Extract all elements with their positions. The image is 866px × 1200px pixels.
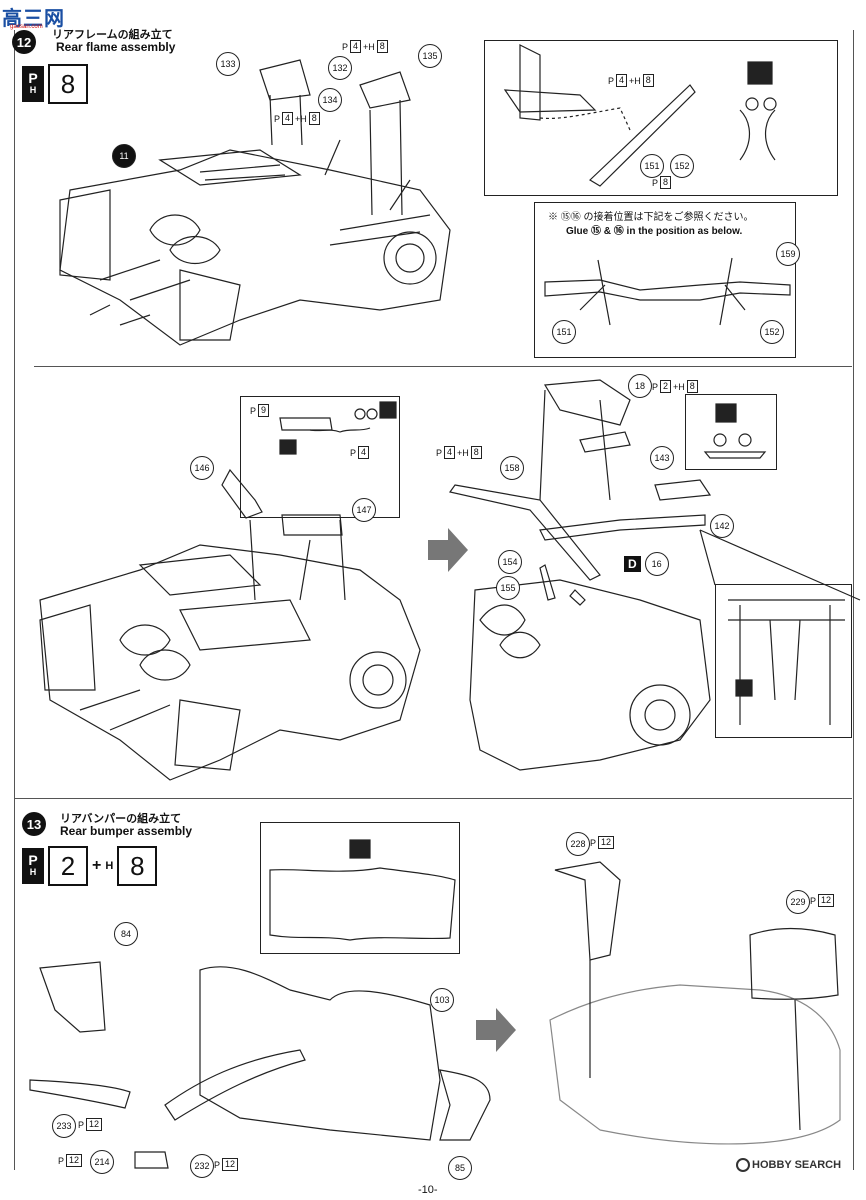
glue-note-jp: ※ ⑮⑯ の接着位置は下記をご参照ください。 xyxy=(548,212,754,223)
ph-letter-h: H xyxy=(29,85,37,95)
paint-code-p: 4 xyxy=(444,446,456,459)
part-callout: 228 xyxy=(566,832,590,856)
paint-code-h: 8 xyxy=(376,40,388,53)
part-callout: 233 xyxy=(52,1114,76,1138)
part-callout: 151 xyxy=(640,154,664,178)
part-callout: 147 xyxy=(352,498,376,522)
paint-code-p: 4 xyxy=(350,40,362,53)
inset-frame-view xyxy=(715,584,852,738)
part-callout: 152 xyxy=(670,154,694,178)
part-callout: 158 xyxy=(500,456,524,480)
paint-code-p: 4 xyxy=(616,74,628,87)
part-callout: 84 xyxy=(114,922,138,946)
ph-letter-p: P xyxy=(28,852,38,868)
part-callout: 135 xyxy=(418,44,442,68)
step-badge: 13 xyxy=(22,812,46,836)
paint-code-p: 12 xyxy=(66,1154,83,1167)
paint-code-p: 12 xyxy=(598,836,615,849)
step-title-en: Rear bumper assembly xyxy=(60,824,193,838)
paint-code-h: 8 xyxy=(642,74,654,87)
part-callout: 132 xyxy=(328,56,352,80)
paint-code-p: 4 xyxy=(282,112,294,125)
paint-number: 8 xyxy=(117,846,158,886)
step13-frame xyxy=(14,798,854,1170)
paint-code-h: 8 xyxy=(470,446,482,459)
part-callout: 154 xyxy=(498,550,522,574)
section-divider-bottom xyxy=(14,798,852,799)
h-letter: H xyxy=(105,860,114,872)
paint-code-h: 8 xyxy=(686,380,698,393)
glue-note-en: Glue ⑮ & ⑯ in the position as below. xyxy=(566,226,743,237)
part-callout: 229 xyxy=(786,890,810,914)
watermark-logo: 高三网 gaosan.com xyxy=(0,0,80,30)
paint-code-h: 8 xyxy=(308,112,320,125)
part-callout: 155 xyxy=(496,576,520,600)
watermark-subtext: gaosan.com xyxy=(10,24,43,30)
part-callout: 18 xyxy=(628,374,652,398)
paint-code-p: 12 xyxy=(222,1158,239,1171)
part-callout: 146 xyxy=(190,456,214,480)
paint-number: 8 xyxy=(48,64,88,104)
d-letter: D xyxy=(624,556,641,572)
part-callout: 133 xyxy=(216,52,240,76)
step12-frame xyxy=(14,30,854,798)
watermark-text: 高三网 xyxy=(2,8,65,30)
part-callout: 143 xyxy=(650,446,674,470)
step-title-jp: リアバンパーの組み立て xyxy=(60,813,182,825)
paint-code-p: 4 xyxy=(358,446,370,459)
part-callout-sub-assembly: 11 xyxy=(112,144,136,168)
ph-letter-p: P xyxy=(28,70,38,86)
ph-letter-h: H xyxy=(29,867,37,877)
paint-number: 2 xyxy=(48,846,88,886)
page-number: -10- xyxy=(418,1184,438,1196)
paint-code-p: 2 xyxy=(660,380,672,393)
section-divider xyxy=(34,366,852,367)
watermark-bottom-text: HOBBY SEARCH xyxy=(752,1159,842,1171)
paint-code-p: 9 xyxy=(258,404,270,417)
paint-code-p: 12 xyxy=(818,894,835,907)
part-callout: 214 xyxy=(90,1150,114,1174)
part-callout: 85 xyxy=(448,1156,472,1180)
part-callout: 232 xyxy=(190,1154,214,1178)
inset-glue-position xyxy=(534,202,796,358)
part-callout: 134 xyxy=(318,88,342,112)
sub-assembly-ref: D 16 xyxy=(624,552,669,576)
part-callout: 142 xyxy=(710,514,734,538)
step-title-jp: リアフレームの組み立て xyxy=(52,29,173,41)
plus-sign: + xyxy=(92,857,102,874)
step-badge: 12 xyxy=(12,30,36,54)
hobby-search-icon xyxy=(736,1158,750,1172)
paint-code-p: 12 xyxy=(86,1118,103,1131)
part-callout: 16 xyxy=(644,552,669,576)
step-title-en: Rear flame assembly xyxy=(56,40,176,54)
part-callout: 159 xyxy=(776,242,800,266)
part-callout: 103 xyxy=(430,988,454,1012)
part-callout: 152 xyxy=(760,320,784,344)
part-callout: 151 xyxy=(552,320,576,344)
hobby-search-logo: HOBBY SEARCH xyxy=(736,1158,841,1172)
paint-code-p: 8 xyxy=(660,176,672,189)
